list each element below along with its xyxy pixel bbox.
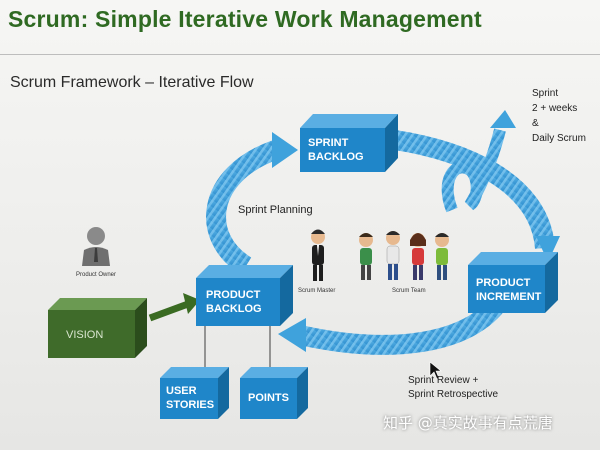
sprint-backlog-label-line1: SPRINT xyxy=(308,137,349,149)
sprint-info-line3: & xyxy=(532,118,539,129)
arrowhead-loop xyxy=(490,110,516,128)
user-stories-box: USER STORIES xyxy=(166,384,214,412)
product-owner-figure xyxy=(82,227,110,266)
product-backlog-label-line1: PRODUCT xyxy=(206,289,261,301)
vision-box-shape xyxy=(48,298,147,358)
mouse-cursor-icon xyxy=(429,361,442,380)
scrum-team-label: Scrum Team xyxy=(392,288,426,294)
sprint-backlog-box-shape xyxy=(300,114,398,172)
team-member-3 xyxy=(410,233,426,280)
vision-box: VISION xyxy=(66,329,104,341)
cycle-arrow-bottom xyxy=(278,294,509,355)
product-backlog-box: PRODUCT BACKLOG xyxy=(206,288,262,316)
product-backlog-box-shape xyxy=(196,265,293,326)
user-stories-label-line2: STORIES xyxy=(166,399,215,411)
arrowhead-bottom xyxy=(278,318,306,352)
daily-scrum-loop-arrow xyxy=(441,110,516,213)
sprint-backlog-label-line2: BACKLOG xyxy=(308,151,364,163)
team-member-4 xyxy=(435,233,449,280)
product-increment-box: PRODUCT INCREMENT xyxy=(476,276,541,304)
scrum-team-figures xyxy=(359,231,449,280)
user-stories-box-shape xyxy=(160,367,229,419)
points-box-shape xyxy=(240,367,308,419)
product-backlog-label-line2: BACKLOG xyxy=(206,303,262,315)
title-divider xyxy=(0,54,600,55)
arrowhead-left xyxy=(272,132,298,168)
watermark: 知乎 @真实故事有点荒唐 xyxy=(383,414,553,432)
user-stories-label-line1: USER xyxy=(166,385,197,397)
sprint-info-line1: Sprint xyxy=(532,88,559,99)
scrum-master-label: Scrum Master xyxy=(298,288,336,294)
product-increment-label-line2: INCREMENT xyxy=(476,291,542,303)
scrum-master-figure xyxy=(311,229,325,281)
sprint-backlog-box: SPRINT BACKLOG xyxy=(308,136,364,164)
vision-to-backlog-arrow xyxy=(148,293,200,322)
product-owner-label: Product Owner xyxy=(76,272,117,278)
review-line2: Sprint Retrospective xyxy=(408,389,499,400)
team-member-2 xyxy=(386,231,400,280)
sprint-info-line4: Daily Scrum xyxy=(532,133,586,144)
product-increment-box-shape xyxy=(468,252,558,313)
sprint-info-line2: 2 + weeks xyxy=(532,103,578,114)
sprint-info-label: Sprint 2 + weeks & Daily Scrum xyxy=(532,86,586,146)
cycle-arrow-left xyxy=(206,132,298,275)
sprint-planning-label: Sprint Planning xyxy=(238,204,313,216)
points-box: POINTS xyxy=(248,392,289,404)
slide-title: Scrum: Simple Iterative Work Management xyxy=(8,6,482,32)
product-increment-label-line1: PRODUCT xyxy=(476,277,531,289)
arrowhead-right xyxy=(536,236,560,262)
slide-subtitle: Scrum Framework – Iterative Flow xyxy=(10,74,254,91)
review-label: Sprint Review + Sprint Retrospective xyxy=(408,374,498,402)
team-member-1 xyxy=(359,233,373,280)
review-line1: Sprint Review + xyxy=(408,375,479,386)
